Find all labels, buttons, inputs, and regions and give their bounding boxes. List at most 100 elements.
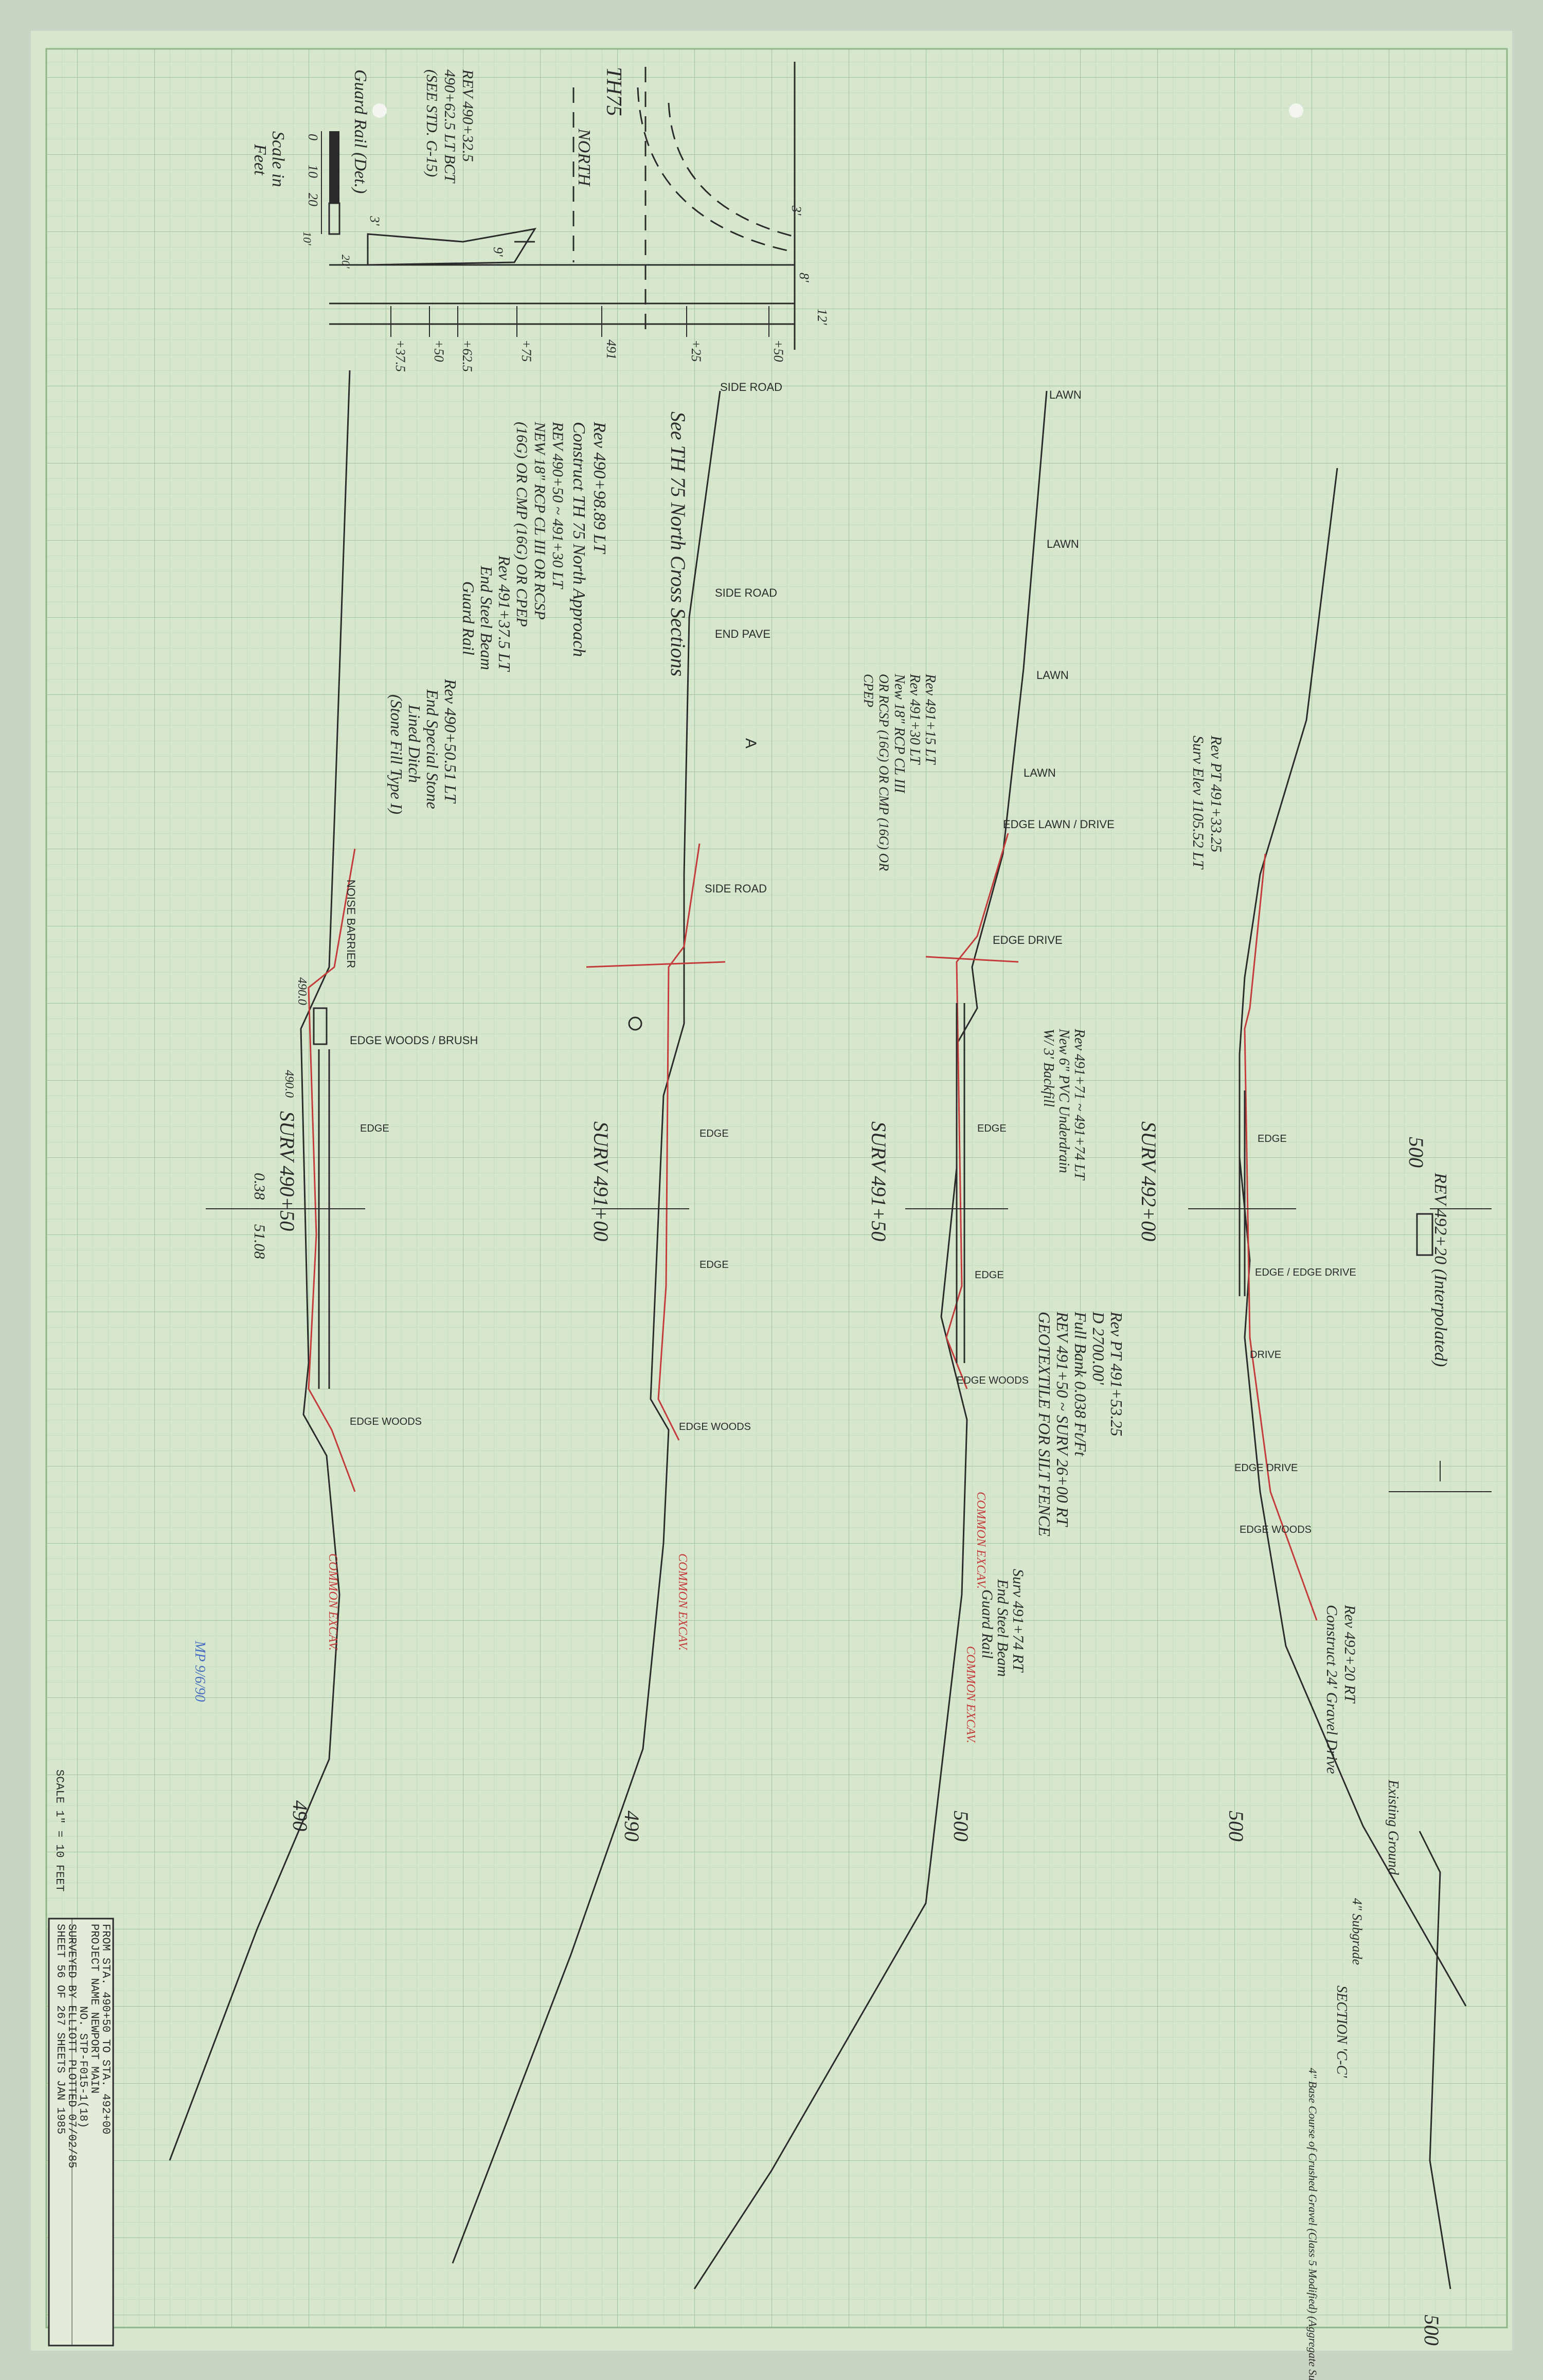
scale-tick: 0 [306,134,320,140]
label-edge-drive: EDGE DRIVE [1234,1462,1298,1474]
inset-direction: NORTH [575,128,594,187]
note-geotextile: GEOTEXTILE FOR SILT FENCE [1035,1312,1054,1536]
note-rev-pt-491-53: Rev PT 491+53.25 [1107,1311,1126,1436]
title-line4: SURVEYED BY ELLIOTT PLOTTED 07/02/85 [65,1924,78,2168]
label-lawn: LAWN [1049,388,1082,401]
scale-bar-title: Scale in [268,131,288,187]
inset-stations [390,306,769,337]
scale-tick: 20 [306,193,320,206]
station-500: 500 [1405,1137,1428,1168]
red-common-excav: COMMON EXCAV. [326,1553,339,1651]
title-block [48,1918,114,2347]
inset-rev-2: 490+62.5 LT BCT [441,69,458,184]
structures [313,1003,1433,1389]
grid-border [45,48,1508,2329]
label-lawn: LAWN [1036,669,1069,682]
title-line5: SHEET 56 OF 267 SHEETS JAN 1985 [54,1924,67,2134]
inset-dim: 20' [339,255,352,269]
note-cmp: (16G) OR CMP (16G) OR CPEP [513,422,530,627]
note-construct-approach: Construct TH 75 North Approach [569,422,588,657]
note-rev-492-20-rt: Rev 492+20 RT [1341,1604,1358,1704]
red-common-excav: COMMON EXCAV. [676,1553,689,1651]
title-line3: NO. STP-F015-1(18) [77,2006,89,2128]
note-see-th75: See TH 75 North Cross Sections [667,411,690,676]
label-end-pave: END PAVE [715,628,770,640]
guard-rail-label: Guard Rail (Det.) [351,69,370,193]
red-common-excav: COMMON EXCAV. [974,1492,988,1589]
note-new-18: NEW 18" RCP CL III OR RCSP [531,421,548,620]
note-construct-24: Construct 24' Gravel Drive [1323,1605,1340,1774]
label-drive: DRIVE [1250,1349,1281,1361]
inset-station-label: +37.5 [393,339,408,372]
note-guard-rail: Guard Rail [459,581,478,655]
note-end-special: End Special Stone [423,689,442,809]
note-rev-490-98: Rev 490+98.89 LT [590,421,609,554]
label-edge-woods: EDGE WOODS [679,1421,751,1433]
note-new-3: W/ 3' Backfill [1040,1029,1056,1107]
station-490-50: SURV 490+50 [276,1111,299,1231]
label-edge-woods: EDGE WOODS [957,1375,1029,1386]
elevation-label: 500 [1420,2315,1443,2346]
note-lined-ditch: Lined Ditch [405,704,424,783]
note-full-bank: Full Bank 0.038 Ft/Ft [1071,1311,1090,1457]
centerlines [206,1208,1492,1492]
note-rcsp: OR RCSP (16G) OR CMP (16G) OR [876,674,891,871]
inset-station-label: +75 [519,339,534,362]
note-new-6: New 6" PVC Underdrain [1056,1028,1072,1173]
grid [46,49,1507,2328]
note-surv-elev: Surv Elev 1105.52 LT [1190,736,1207,870]
elevation-label: 490.0 [282,1070,296,1098]
note-new-18-rcp: New 18" RCP CL III [891,673,907,794]
note-aggregate: 4" Base Course of Crushed Gravel (Class … [1306,2068,1319,2380]
inset-station-label: +50 [432,339,446,362]
note-end-steel: End Steel Beam [477,565,496,670]
note-cpep: CPEP [861,674,876,707]
station-491-00: SURV 491+00 [589,1121,613,1241]
note-rev-pt-491-33: Rev PT 491+33.25 [1208,735,1225,852]
label-edge: EDGE [1258,1133,1287,1144]
ground-line-490-50 [169,370,351,2161]
red-common-excav: COMMON EXCAV. [964,1646,977,1743]
note-existing-ground: Existing Ground [1385,1779,1401,1875]
proposed-templates [308,833,1318,1621]
note-guard-rail-2: Guard Rail [979,1589,996,1659]
note-section-cc: SECTION 'C-C' [1334,1985,1350,2078]
note-rev-491-15: Rev 491+15 LT [922,673,938,765]
inset-dim: 10' [301,231,314,245]
label-edge-drive: EDGE / EDGE DRIVE [1255,1267,1356,1278]
inset-road-name: TH75 [602,67,625,116]
label-edge: EDGE [699,1128,729,1139]
inset-station-label: +50 [771,339,786,362]
label-point-a: A [742,738,759,748]
label-edge: EDGE [699,1259,729,1270]
elevation-label: 500 [1225,1811,1248,1841]
station-offset-end: 51.08 [251,1224,268,1259]
label-edge-drive: EDGE DRIVE [993,934,1063,946]
label-side-road: SIDE ROAD [720,381,782,393]
label-noise-barrier: NOISE BARRIER [345,880,357,968]
label-edge: EDGE [360,1123,389,1134]
elevation-label: 490 [620,1811,643,1841]
inset-rev-3: (SEE STD. G-15) [423,69,440,177]
note-rev-490-50: REV 490+50 ~ 491+30 LT [549,421,566,589]
label-edge-lawn-drive: EDGE LAWN / DRIVE [1003,818,1115,831]
scale-bar-unit: Feet [250,144,270,176]
elevation-label: 490 [289,1800,312,1831]
note-rev-490-50-51: Rev 490+50.51 LT [441,678,460,804]
scale-label: SCALE 1" = 10 FEET [53,1769,66,1892]
label-lawn: LAWN [1047,538,1079,550]
ground-line-491-00 [452,390,721,2264]
punch-hole-left [372,103,387,118]
note-rev-491-71: Rev 491+71 ~ 491+74 LT [1071,1028,1087,1181]
note-stone-fill: (Stone Fill Type I) [387,694,406,814]
note-rev-491-30: Rev 491+30 LT [907,673,923,765]
label-edge: EDGE [975,1269,1004,1281]
note-d-2700: D 2700.00' [1089,1311,1108,1385]
label-edge-woods: EDGE WOODS [1240,1524,1312,1535]
label-lawn: LAWN [1024,766,1056,779]
elevation-label: 490.0 [295,977,309,1005]
label-edge-woods-brush: EDGE WOODS / BRUSH [350,1034,478,1047]
label-side-road: SIDE ROAD [705,882,767,895]
note-rev-491-50: REV 491+50 ~ SURV 26+00 RT [1053,1311,1072,1527]
note-rev-492-20: REV 492+20 (Interpolated) [1431,1172,1450,1367]
